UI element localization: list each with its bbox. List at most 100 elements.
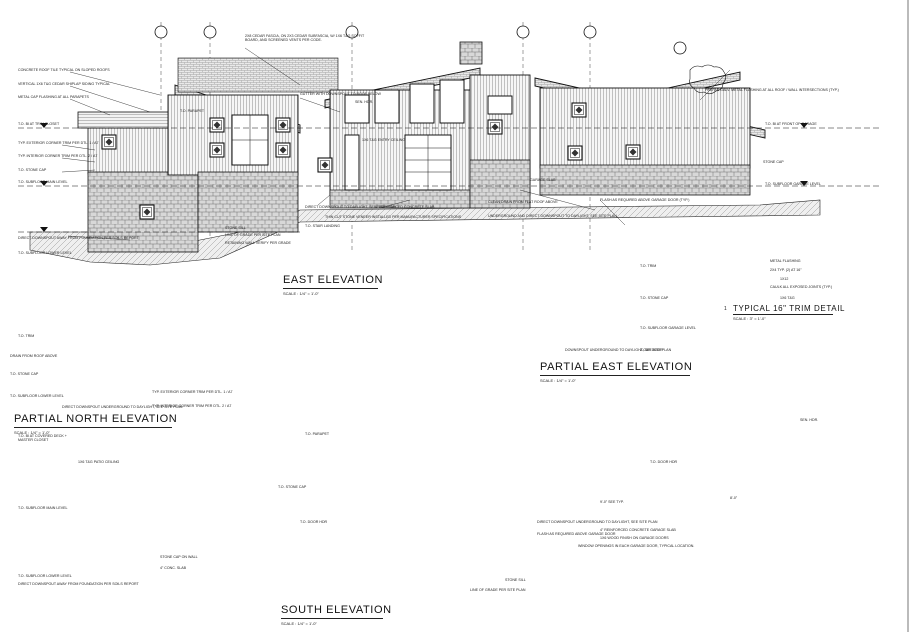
east-note-retaining: RETAINING WALL VERIFY PER GRADE (225, 241, 291, 245)
east-level-subfloor-lower: T.O. SUBFLOOR LOWER LEVEL (18, 251, 72, 255)
east-garage-stone (539, 164, 751, 196)
partial-north-title: PARTIAL NORTH ELEVATION (14, 413, 178, 425)
south-level-subfloor-lower: T.O. SUBFLOOR LOWER LEVEL (18, 574, 72, 578)
east-note-stone-cap: T.O. STONE CAP (18, 168, 47, 172)
east-note-int-corner: TYP. INTERIOR CORNER TRIM PER DTL. 2 / A… (18, 154, 98, 158)
east-left-wing-siding (87, 127, 169, 175)
east-note-shiplap: VERTICAL 1X6 T&G CEDAR SHIPLAP SIDING TY… (18, 82, 111, 86)
trim-note-metal-flashing: METAL FLASHING (770, 259, 801, 263)
east-entry-sidelite (344, 134, 360, 191)
east-leaders (61, 47, 731, 241)
east-note-downspout-daylight: DIRECT DOWNSPOUT TO DAYLIGHT, SEE SITE P… (305, 205, 396, 209)
south-note-downspout-daylight: DIRECT DOWNSPOUT UNDERGROUND TO DAYLIGHT… (537, 520, 658, 524)
east-level-parapet: T.O. PARAPET (180, 109, 205, 113)
east-note-stone-veneer: THIN CUT STONE VENEER INSTALLED PER MANU… (325, 215, 462, 219)
trim-detail-title-underline (733, 314, 833, 315)
east-note-stone-cap-right: STONE CAP (763, 160, 784, 164)
east-level-stair-landing: T.O. STAIR LANDING (305, 224, 340, 228)
east-level-garage-slab: GARAGE SLAB (530, 178, 556, 182)
east-entry-door-panels (405, 135, 451, 190)
east-elevation-title: EAST ELEVATION (283, 274, 384, 286)
partial-east-title-underline (540, 375, 690, 376)
partial-north-title-underline (14, 427, 172, 428)
east-note-galv-flashing: PREFAB GALV. METAL FLASHING AT ALL ROOF … (705, 88, 839, 92)
south-note-wood-finish: 1X6 WOOD FINISH ON GARAGE DOORS (600, 536, 669, 540)
east-level-markers (40, 123, 808, 232)
east-left-parapet (77, 111, 179, 129)
partial-east-note-stone-cap: T.O. STONE CAP (640, 296, 669, 300)
east-note-sen-hdr: SEN. HDR. (355, 100, 374, 104)
partial-north-note-subfloor: T.O. SUBFLOOR LOWER LEVEL (10, 394, 64, 398)
east-note-downspout-foundation: DIRECT DOWNSPOUT AWAY FROM FOUNDATION PE… (18, 236, 139, 240)
east-note-concrete-slab: 4" REINFORCED CONCRETE SLAB (375, 205, 435, 209)
partial-east-title: PARTIAL EAST ELEVATION (540, 361, 693, 373)
south-elevation-scale: SCALE : 1/4" = 1'-0" (281, 621, 317, 626)
east-chimney (459, 41, 483, 65)
east-note-garage-flash: FLASH AS REQUIRED ABOVE GARAGE DOOR (TYP… (600, 198, 690, 202)
south-level-parapet: T.O. PARAPET (305, 432, 330, 436)
south-note-dim-8ft: 8'-0" (730, 496, 738, 500)
east-elevation-scale: SCALE : 1/4" = 1'-0" (283, 291, 319, 296)
partial-east-level-trim: T.O. TRIM (640, 264, 657, 268)
south-level-garage-door-hdr: T.O. DOOR HDR (650, 460, 678, 464)
south-note-stone-cap-wall: STONE CAP ON WALL (160, 555, 198, 559)
east-note-stone-sill: STONE SILL (225, 226, 246, 230)
east-note-gutter: GUTTER WITH DOWNSPOUT TO ROOF BELOW (300, 92, 381, 96)
east-level-trim-closet: T.O. BI AT TRIM CLOSET (18, 122, 60, 126)
south-note-window-openings: WINDOW OPENINGS IN EACH GARAGE DOOR, TYP… (578, 544, 695, 548)
east-glazing-mullions (232, 115, 268, 165)
south-level-door-hdr: T.O. DOOR HDR (300, 520, 328, 524)
partial-east-level-subfloor: T.O. SUBFLOOR GARAGE LEVEL (640, 326, 696, 330)
east-level-subfloor-main: T.O. SUBFLOOR MAIN LEVEL (18, 180, 68, 184)
south-note-grade: LINE OF GRADE PER SITE PLAN (470, 588, 526, 592)
partial-north-note-drain: DRAIN FROM ROOF ABOVE (10, 354, 58, 358)
south-level-stone-cap: T.O. STONE CAP (278, 485, 307, 489)
partial-north-note-trim: T.O. TRIM (18, 334, 35, 338)
east-level-garage: T.O. BI AT FRONT OF GARAGE (765, 122, 817, 126)
partial-east-note-2car: 2-CAR DOOR (640, 348, 663, 352)
trim-note-t-and-g: 1X6 T&G (780, 296, 795, 300)
trim-detail-number: 1 (724, 306, 727, 312)
east-note-underground-downspout: UNDERGROUND AND DIRECT DOWNSPOUT TO DAYL… (488, 214, 617, 218)
south-note-ext-corner: TYP. EXTERIOR CORNER TRIM PER DTL. 1 / A… (152, 390, 233, 394)
partial-north-scale: SCALE : 1/4" = 1'-0" (14, 430, 50, 435)
south-note-patio-ceiling: 1X6 T&G PATIO CEILING (78, 460, 120, 464)
east-note-grade: LINE OF GRADE PER SITE PLAN (225, 233, 281, 237)
south-level-subfloor-main: T.O. SUBFLOOR MAIN LEVEL (18, 506, 68, 510)
south-note-dim-9ft: 9'-0" SEE TYP. (600, 500, 624, 504)
east-note-roof-tile: CONCRETE ROOF TILE TYPICAL ON SLOPED ROO… (18, 68, 110, 72)
trim-detail-title: TYPICAL 16" TRIM DETAIL (733, 304, 846, 313)
east-level-subfloor-garage: T.O. SUBFLOOR GARAGE LEVEL (765, 182, 821, 186)
south-title-underline (281, 618, 383, 619)
partial-north-note-stone-cap: T.O. STONE CAP (10, 372, 39, 376)
trim-note-1x12: 1X12 (780, 277, 789, 281)
partial-north-note-downspout: DIRECT DOWNSPOUT UNDERGROUND TO DAYLIGHT… (62, 405, 183, 409)
south-note-flash-garage: FLASH AS REQUIRED ABOVE GARAGE DOOR (537, 532, 616, 536)
east-revision-cloud (689, 64, 727, 95)
east-note-ext-corner: TYP. EXTERIOR CORNER TRIM PER DTL. 1 / A… (18, 141, 99, 145)
east-center-left-stone (197, 171, 299, 233)
south-note-int-corner: TYP. INTERIOR CORNER TRIM PER DTL. 2 / A… (152, 404, 232, 408)
south-elevation-title: SOUTH ELEVATION (281, 604, 392, 616)
east-title-underline (283, 288, 378, 289)
east-note-fascia: 2X8 CEDAR FASCIA, ON 2X3 CEDAR SUBFASCIA… (245, 34, 365, 43)
trim-note-caulk: CAULK ALL EXPOSED JOINTS (TYP.) (770, 285, 833, 289)
south-note-conc-slab: 4" CONC. SLAB (160, 566, 187, 570)
east-level-lines (18, 127, 880, 233)
south-level-covered-deck: T.O. BI AT COVERED DECK + MASTER CLOSET (18, 434, 67, 443)
east-note-entry-ceiling: 1X6 T&G ENTRY CEILING (362, 138, 406, 142)
south-note-sen-hdr: SEN. HDR. (800, 418, 819, 422)
east-mid-right-stone (469, 159, 531, 209)
east-roof-tile-field (177, 57, 339, 93)
partial-east-note-downspout: DOWNSPOUT UNDERGROUND TO DAYLIGHT, SEE S… (565, 348, 672, 352)
east-elevation (18, 22, 880, 266)
south-note-garage-slab: 4" REINFORCED CONCRETE GARAGE SLAB (600, 528, 676, 532)
east-note-clean-drain: CLEAN DRAIN FROM FLAT ROOF ABOVE (488, 200, 558, 204)
partial-east-scale: SCALE : 1/4" = 1'-0" (540, 378, 576, 383)
south-note-stone-sill: STONE SILL (505, 578, 526, 582)
trim-note-2x4: 2X4 TYP. (2) AT 16" (770, 268, 802, 272)
south-note-downspout-foundation: DIRECT DOWNSPOUT AWAY FROM FOUNDATION PE… (18, 582, 139, 586)
trim-detail-scale: SCALE : 3" = 1'-0" (733, 316, 766, 321)
east-note-cap-flashing: METAL CAP FLASHING AT ALL PARAPETS (18, 95, 89, 99)
